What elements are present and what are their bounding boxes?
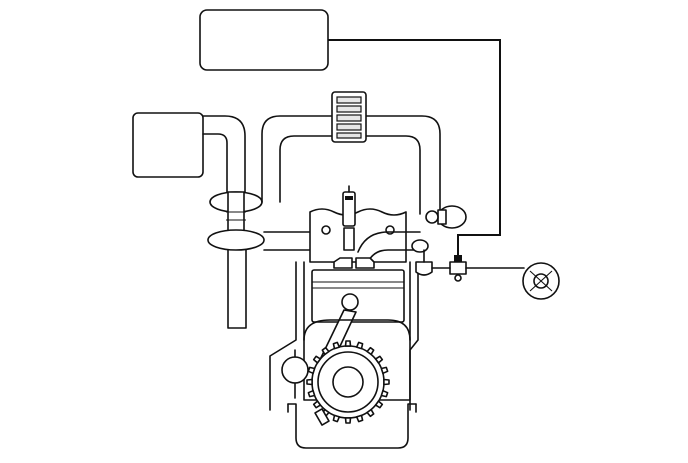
control-unit-box	[200, 10, 328, 70]
gear-tooth	[357, 415, 363, 421]
gear-tooth	[346, 341, 351, 346]
intake-pipe	[203, 116, 245, 200]
gear-tooth	[384, 380, 389, 385]
gear-tooth	[381, 367, 387, 373]
gear-tooth	[333, 415, 339, 421]
flywheel-sensor	[523, 263, 559, 299]
egr-valve	[416, 250, 432, 275]
piston	[312, 270, 404, 322]
gear-tooth	[346, 418, 351, 423]
gear-tooth	[381, 391, 387, 397]
piston-pin	[342, 294, 358, 310]
gear-tooth	[308, 391, 314, 397]
exhaust-valve	[356, 258, 374, 268]
gear-tooth	[357, 342, 363, 348]
down-pipe	[228, 250, 246, 328]
gear-tooth	[333, 342, 339, 348]
oil-pump	[282, 357, 308, 383]
air-filter-box	[133, 113, 203, 177]
pressure-sensor	[450, 255, 466, 281]
gear-tooth	[308, 367, 314, 373]
cylinder-head	[310, 209, 406, 262]
lambda-sensor	[412, 240, 428, 252]
intake-valve	[334, 258, 352, 268]
injector-tip	[344, 228, 354, 250]
gear-tooth	[307, 380, 312, 385]
throttle-flange	[208, 230, 264, 250]
